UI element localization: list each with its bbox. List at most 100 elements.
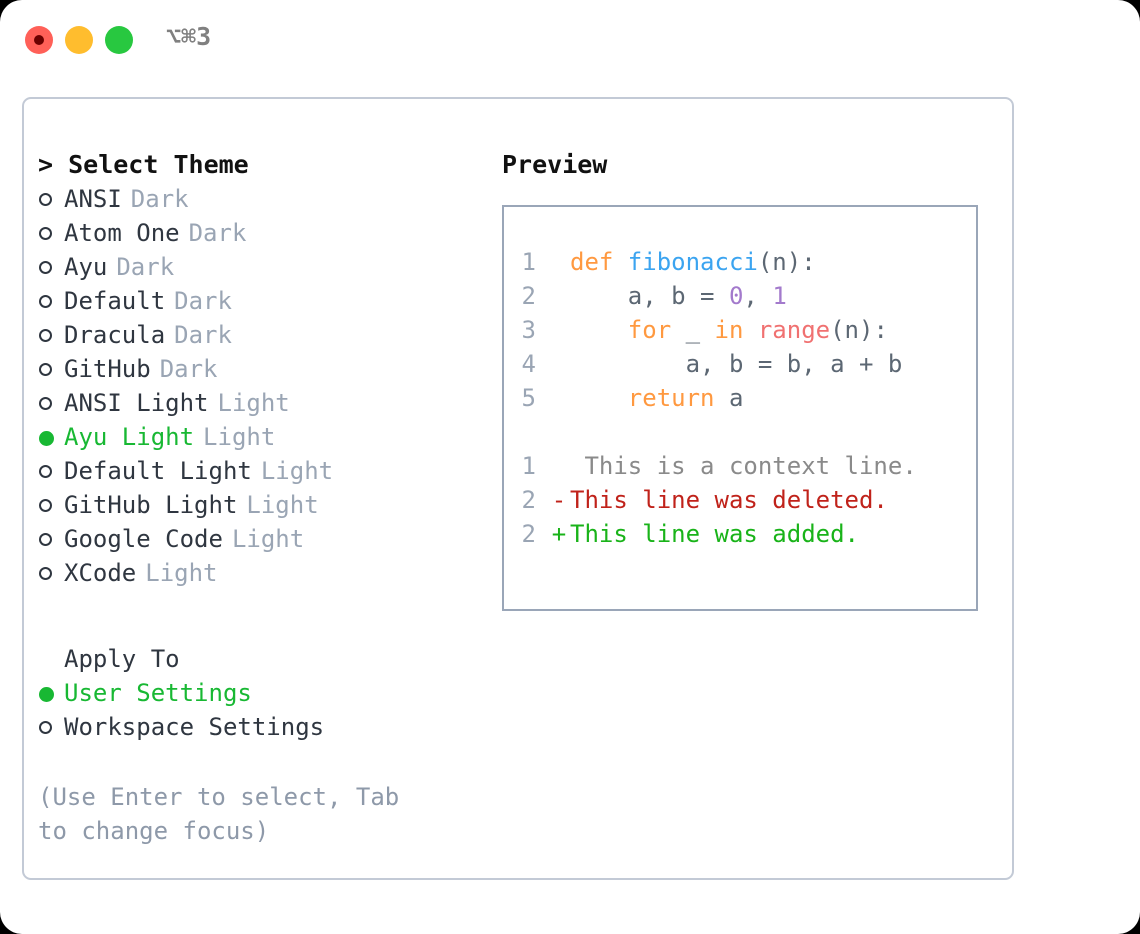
code-line-3: 4 a, b = b, a + b	[504, 347, 980, 381]
apply-item-label: Workspace Settings	[64, 713, 325, 741]
keyboard-shortcut-label: ⌥⌘3	[166, 22, 212, 51]
theme-item-label: Ayu Light	[64, 423, 195, 451]
theme-variant-tag: Light	[203, 423, 276, 451]
line-number: 2	[521, 520, 536, 548]
code-line-1: 2 a, b = 0, 1	[504, 279, 980, 313]
radio-shape	[39, 431, 54, 446]
theme-variant-tag: Dark	[130, 185, 189, 213]
theme-variant-tag: Dark	[174, 321, 232, 349]
code-text: a, b = b, a + b	[570, 347, 903, 381]
radio-shape	[39, 261, 52, 274]
theme-item-7[interactable]: Ayu Light Light	[38, 420, 478, 454]
theme-item-10[interactable]: Google Code Light	[38, 522, 478, 556]
code-text: This line was added.	[570, 520, 859, 548]
keyboard-hint: (Use Enter to select, Tab to change focu…	[38, 783, 400, 845]
code-text: This is a context line.	[570, 452, 917, 480]
close-button[interactable]	[25, 26, 53, 54]
code-token-num: 0	[728, 282, 744, 310]
theme-item-2[interactable]: Ayu Dark	[38, 250, 478, 284]
code-token-kw: return	[570, 384, 729, 412]
minimize-button[interactable]	[65, 26, 93, 54]
line-number: 4	[521, 350, 536, 378]
theme-item-5[interactable]: GitHub Dark	[38, 352, 478, 386]
code-text: return a	[570, 381, 744, 415]
theme-variant-tag: Dark	[188, 219, 247, 247]
theme-item-1[interactable]: Atom One Dark	[38, 216, 478, 250]
apply-item-label: User Settings	[64, 679, 252, 707]
radio-shape	[39, 533, 52, 546]
theme-variant-tag: Light	[260, 457, 334, 485]
theme-item-4[interactable]: Dracula Dark	[38, 318, 478, 352]
diff-line-1: 2-This line was deleted.	[504, 483, 980, 517]
theme-item-label: ANSI Light	[64, 389, 209, 417]
theme-item-8[interactable]: Default Light Light	[38, 454, 478, 488]
apply-to-header: Apply To	[64, 645, 180, 673]
radio-shape	[39, 397, 52, 410]
radio-shape	[39, 567, 52, 580]
code-token-pl: a, b = b, a + b	[570, 350, 903, 378]
theme-item-label: Google Code	[64, 525, 223, 553]
code-text: def fibonacci(n):	[570, 245, 816, 279]
title-bar: ⌥⌘3	[0, 0, 1140, 78]
theme-item-label: Atom One	[64, 219, 180, 247]
line-number: 3	[521, 316, 536, 344]
theme-variant-tag: Dark	[174, 287, 232, 315]
theme-variant-tag: Light	[217, 389, 290, 417]
radio-shape	[39, 227, 52, 240]
apply-item-1[interactable]: Workspace Settings	[38, 710, 478, 744]
diff-marker: -	[551, 486, 567, 514]
section-spacer	[38, 590, 478, 642]
theme-variant-tag: Dark	[116, 253, 175, 281]
line-number: 2	[521, 282, 536, 310]
radio-shape	[39, 295, 52, 308]
diff-marker: +	[551, 520, 567, 548]
diff-line-0: 1 This is a context line.	[504, 449, 980, 483]
code-token-pl: (n):	[757, 248, 816, 276]
preview-title: Preview	[502, 150, 608, 179]
code-token-fn: fibonacci	[627, 248, 758, 276]
code-token-kw: def	[570, 248, 628, 276]
theme-item-label: GitHub	[64, 355, 151, 383]
theme-item-label: Ayu	[64, 253, 108, 281]
line-number: 2	[521, 486, 536, 514]
code-token-pl: a	[728, 384, 744, 412]
code-token-kw: in	[714, 316, 758, 344]
diff-marker	[548, 449, 570, 483]
theme-variant-tag: Dark	[159, 355, 218, 383]
radio-shape	[39, 721, 52, 734]
theme-variant-tag: Light	[231, 525, 305, 553]
theme-item-label: Dracula	[64, 321, 166, 349]
apply-item-0[interactable]: User Settings	[38, 676, 478, 710]
theme-item-6[interactable]: ANSI Light Light	[38, 386, 478, 420]
code-diff-spacer	[504, 415, 980, 449]
code-token-pl: (n):	[830, 316, 888, 344]
theme-variant-tag: Light	[145, 559, 218, 587]
maximize-button[interactable]	[105, 26, 133, 54]
diff-line-2: 2 +This line was added.	[504, 517, 980, 551]
theme-item-label: Default Light	[64, 457, 252, 485]
select-theme-header: > Select Theme	[38, 150, 249, 179]
radio-shape	[39, 193, 52, 206]
code-token-pl: a, b =	[570, 282, 729, 310]
theme-variant-tag: Light	[246, 491, 319, 519]
code-text: a, b = 0, 1	[570, 279, 787, 313]
theme-item-label: GitHub Light	[64, 491, 238, 519]
radio-shape	[39, 363, 52, 376]
theme-item-9[interactable]: GitHub Light Light	[38, 488, 478, 522]
line-number: 1	[521, 452, 536, 480]
code-line-4: 5 return a	[504, 381, 980, 415]
code-token-num: 1	[772, 282, 787, 310]
code-token-pl: ,	[743, 282, 773, 310]
